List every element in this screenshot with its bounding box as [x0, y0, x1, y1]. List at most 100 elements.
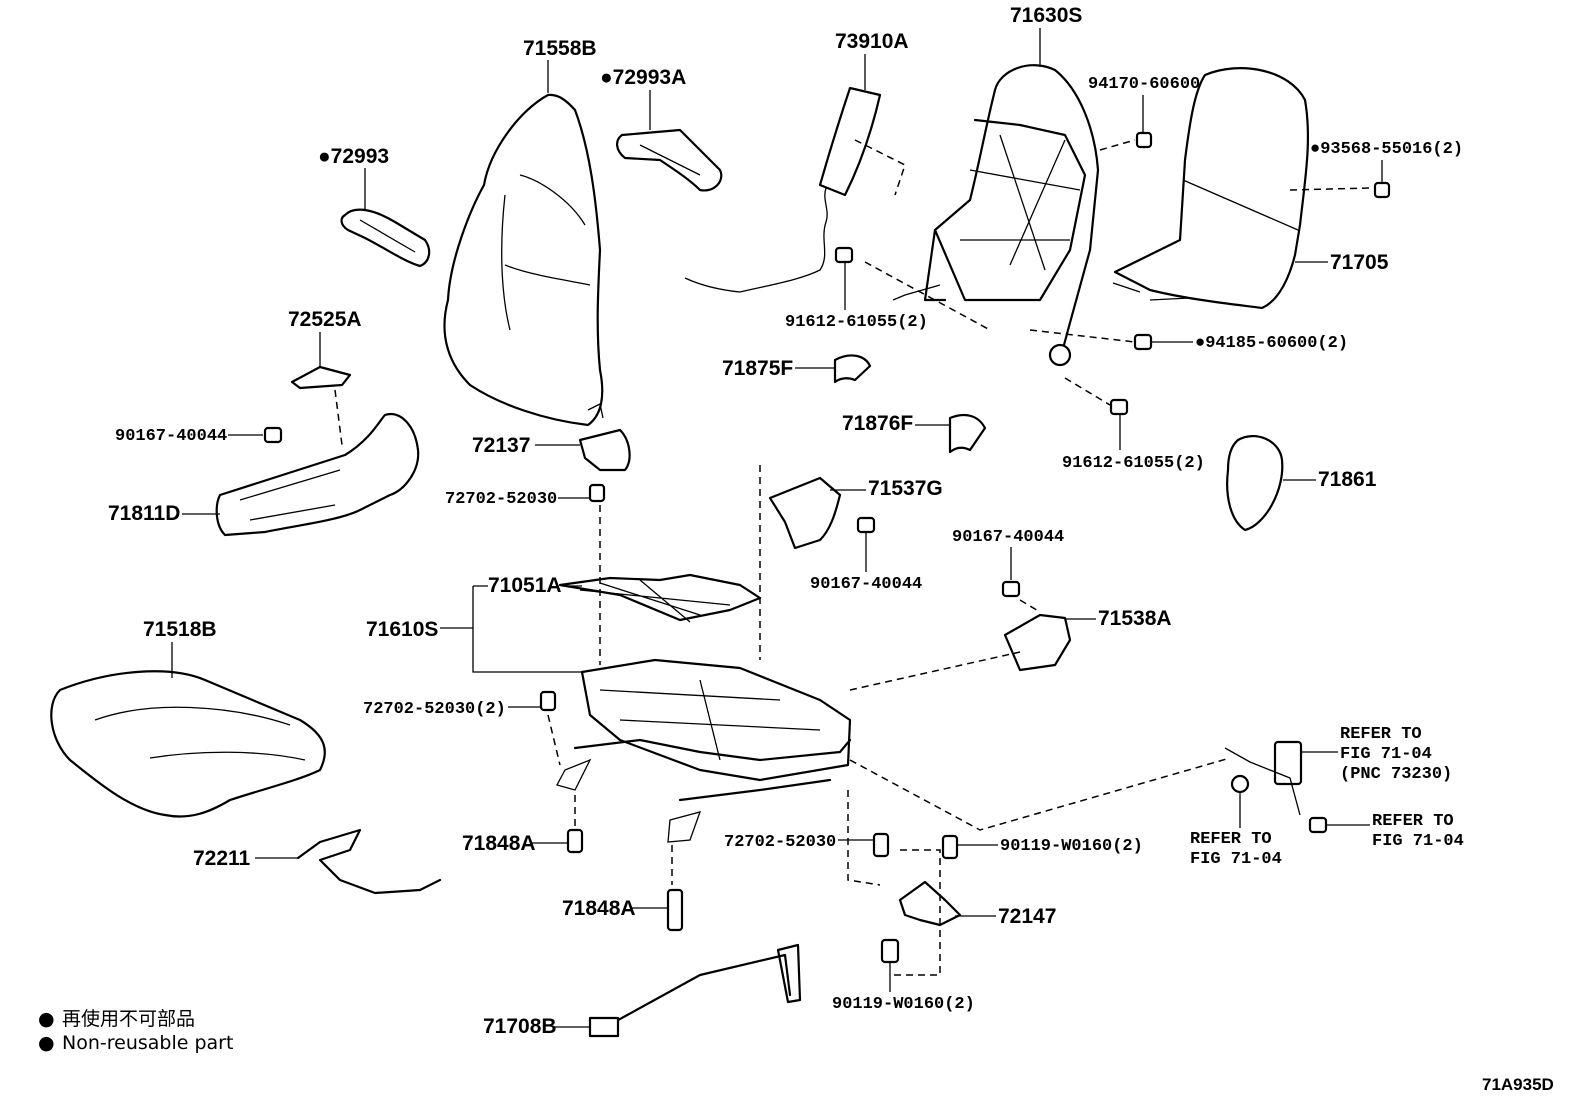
svg-text:●72993A: ●72993A [600, 66, 686, 89]
label-71861: 71861 [1283, 468, 1377, 491]
svg-text:FIG 71-04: FIG 71-04 [1190, 850, 1282, 869]
svg-text:REFER TO: REFER TO [1190, 830, 1272, 849]
svg-text:71558B: 71558B [523, 37, 597, 60]
bracket-72137-part [578, 428, 631, 472]
svg-text:71538A: 71538A [1098, 607, 1172, 630]
svg-text:72137: 72137 [472, 434, 530, 457]
label-72993A: ●72993A [600, 66, 686, 130]
label-71558B: 71558B [523, 37, 597, 93]
svg-text:71705: 71705 [1330, 251, 1389, 274]
label-71051A: 71051A [488, 574, 582, 597]
svg-text:71708B: 71708B [483, 1015, 557, 1038]
svg-text:71861: 71861 [1318, 468, 1377, 491]
svg-text:●72993: ●72993 [318, 145, 389, 168]
label-71708B: 71708B [483, 1015, 590, 1038]
svg-text:FIG 71-04: FIG 71-04 [1372, 832, 1464, 851]
clip-94170-part [1135, 131, 1153, 149]
svg-text:71876F: 71876F [842, 412, 913, 435]
label-72147: 72147 [955, 905, 1056, 928]
seatback-board-part [1112, 67, 1310, 310]
dashed-guides [334, 139, 1371, 976]
svg-text:73910A: 73910A [835, 30, 909, 53]
knob-72525A-part [290, 365, 352, 390]
svg-text:90167-40044: 90167-40044 [115, 427, 227, 446]
svg-text:72702-52030: 72702-52030 [724, 833, 836, 852]
label-71630S: 71630S [1010, 4, 1082, 67]
label-93568: ●93568-55016(2) [1310, 140, 1463, 183]
label-72702-lower: 72702-52030 [724, 833, 873, 852]
svg-text:71051A: 71051A [488, 574, 562, 597]
label-71538A: 71538A [1065, 607, 1172, 630]
bolt-91612-upper-part [834, 246, 854, 264]
label-72211: 72211 [193, 847, 297, 870]
svg-text:(PNC 73230): (PNC 73230) [1340, 765, 1452, 784]
legend: ● 再使用不可部品 ● Non-reusable part [38, 1008, 233, 1054]
legend-bullet-1: ● [38, 1008, 55, 1030]
label-90119-upper: 90119-W0160(2) [958, 837, 1143, 856]
svg-text:72525A: 72525A [288, 308, 362, 331]
svg-text:72702-52030: 72702-52030 [445, 490, 557, 509]
label-71848A-upper: 71848A [462, 832, 567, 855]
cover-71537G-part [768, 476, 842, 550]
bracket-72147-part [898, 880, 962, 927]
svg-text:90119-W0160(2): 90119-W0160(2) [832, 995, 975, 1014]
reference-note-buckle: REFER TO FIG 71-04 (PNC 73230) [1302, 725, 1452, 784]
svg-text:71537G: 71537G [868, 477, 943, 500]
recliner-cover-71861-part [1226, 435, 1284, 532]
svg-text:71610S: 71610S [366, 618, 438, 641]
nut-94185-part [1133, 333, 1153, 351]
label-71537G: 71537G [830, 477, 943, 500]
reference-note-bracket: REFER TO FIG 71-04 [1190, 792, 1282, 869]
spring-71051A-part [558, 573, 762, 623]
cover-71876F-part [948, 413, 987, 454]
side-airbag-part [684, 86, 882, 293]
label-94170: 94170-60600 [1088, 75, 1200, 133]
label-71848A-lower: 71848A [562, 897, 667, 920]
svg-text:71875F: 71875F [722, 357, 793, 380]
svg-text:REFER TO: REFER TO [1372, 812, 1454, 831]
reference-note-anchor: REFER TO FIG 71-04 [1327, 812, 1464, 851]
cover-71875F-part [833, 354, 872, 384]
label-72137: 72137 [472, 434, 580, 457]
svg-text:91612-61055(2): 91612-61055(2) [785, 313, 928, 332]
label-90167-left: 90167-40044 [115, 427, 263, 446]
bolt-72702-lower-part [872, 832, 890, 858]
seat-frame-71610S-part [556, 658, 852, 843]
svg-text:91612-61055(2): 91612-61055(2) [1062, 454, 1205, 473]
screw-90167-center-part [856, 516, 876, 534]
cover-71538A-part [1003, 613, 1072, 672]
svg-text:●93568-55016(2): ●93568-55016(2) [1310, 140, 1463, 159]
svg-text:90119-W0160(2): 90119-W0160(2) [1000, 837, 1143, 856]
legend-bullet-2: ● [38, 1032, 55, 1054]
strap-72993-part [340, 208, 431, 268]
svg-text:72147: 72147 [998, 905, 1056, 928]
legend-line-jp: 再使用不可部品 [62, 1008, 195, 1030]
label-91612-upper: 91612-61055(2) [785, 262, 928, 332]
bolt-72702-upper-part [588, 483, 606, 503]
label-90119-lower: 90119-W0160(2) [832, 962, 975, 1014]
label-73910A: 73910A [835, 30, 909, 90]
seat-cushion-71518B-part [50, 670, 326, 818]
label-72702-upper: 72702-52030 [445, 490, 590, 509]
figure-code: 71A935D [1482, 1075, 1554, 1094]
svg-text:94170-60600: 94170-60600 [1088, 75, 1200, 94]
bolt-90119-lower-part [880, 938, 900, 964]
label-72993: ●72993 [318, 145, 389, 210]
pin-71848A-upper-part [566, 828, 584, 854]
wire-72211-part [296, 828, 442, 895]
svg-text:72702-52030(2): 72702-52030(2) [363, 700, 506, 719]
svg-text:REFER TO: REFER TO [1340, 725, 1422, 744]
label-72525A: 72525A [288, 308, 362, 367]
pin-71848A-lower-part [666, 888, 684, 932]
svg-text:90167-40044: 90167-40044 [810, 575, 922, 594]
svg-text:●94185-60600(2): ●94185-60600(2) [1195, 334, 1348, 353]
label-91612-lower: 91612-61055(2) [1062, 415, 1205, 473]
bolt-72702-left-part [539, 690, 557, 712]
label-71705: 71705 [1295, 251, 1389, 274]
svg-text:71848A: 71848A [562, 897, 636, 920]
screw-90167-right-part [1001, 580, 1021, 598]
label-71610S: 71610S [366, 585, 585, 673]
svg-text:FIG 71-04: FIG 71-04 [1340, 745, 1432, 764]
rod-71708B-part [588, 943, 802, 1038]
